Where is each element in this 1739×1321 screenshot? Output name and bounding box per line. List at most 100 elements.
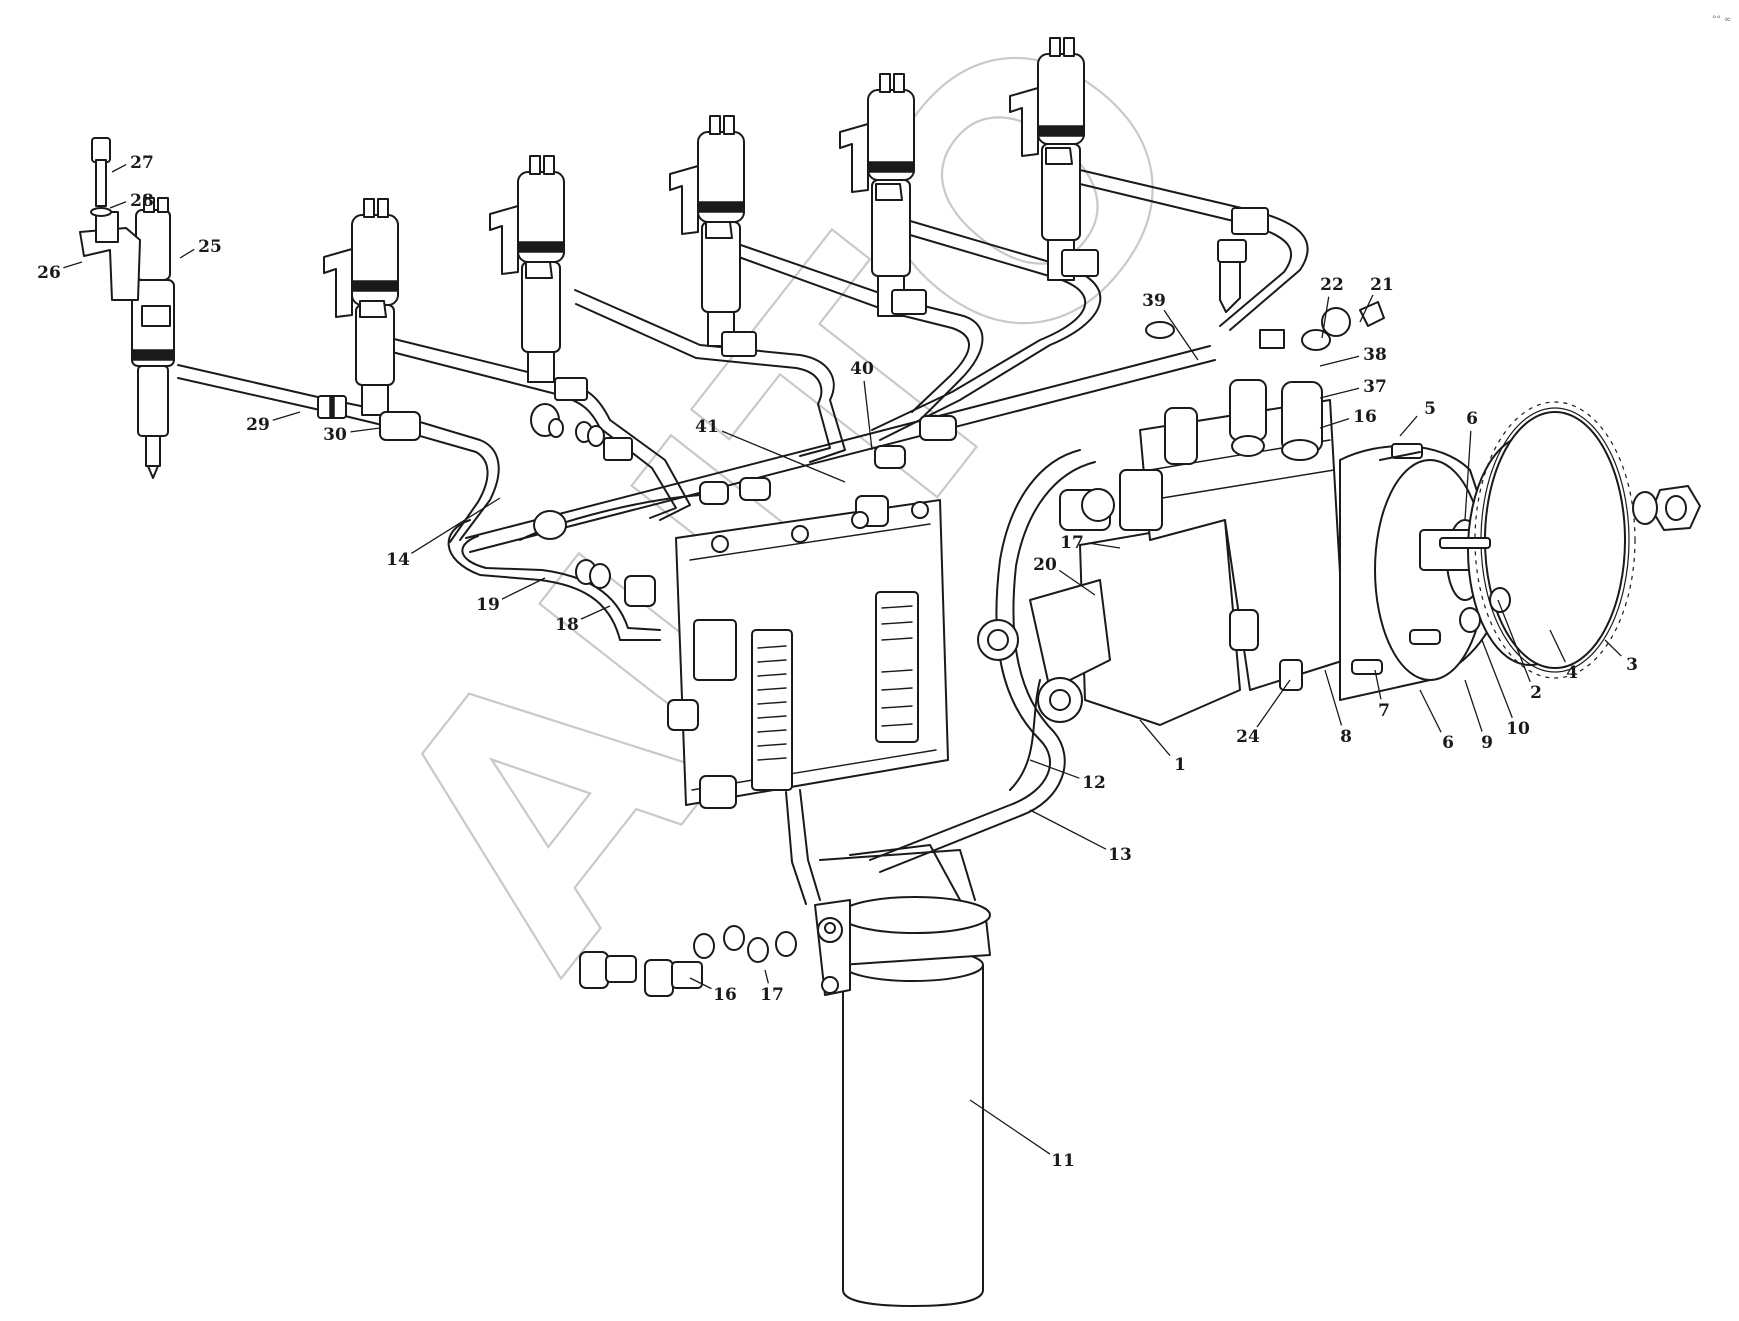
callout-number: 25 bbox=[198, 237, 222, 257]
callout-leader bbox=[721, 430, 846, 483]
callout-number: 27 bbox=[130, 153, 154, 173]
callout-number: 29 bbox=[246, 415, 270, 435]
callout-number: 9 bbox=[1481, 733, 1493, 753]
callout-number: 30 bbox=[323, 425, 347, 445]
callout-leader bbox=[764, 969, 769, 984]
callout-leader bbox=[1374, 669, 1382, 700]
callout-number: 28 bbox=[130, 191, 154, 211]
injector-4 bbox=[669, 115, 745, 347]
callout-39: 39 bbox=[1142, 291, 1199, 361]
callout-16: 16 bbox=[689, 977, 737, 1005]
pipe-fittings bbox=[317, 207, 1269, 607]
callout-leader bbox=[1029, 809, 1107, 850]
callout-number: 12 bbox=[1082, 773, 1106, 793]
drive-assembly bbox=[1339, 401, 1701, 701]
callout-leader bbox=[501, 577, 546, 600]
callout-leader bbox=[111, 164, 127, 173]
callout-17: 17 bbox=[1060, 533, 1121, 553]
callout-28: 28 bbox=[109, 191, 154, 211]
callout-number: 19 bbox=[476, 595, 500, 615]
callout-40: 40 bbox=[850, 359, 874, 451]
injector-6 bbox=[1009, 37, 1085, 281]
callout-number: 17 bbox=[760, 985, 784, 1005]
corner-mark: °° ∞ bbox=[1712, 15, 1731, 25]
callout-leader bbox=[63, 261, 83, 269]
callout-leader bbox=[1464, 430, 1472, 521]
callout-4: 4 bbox=[1549, 629, 1578, 683]
callout-7: 7 bbox=[1374, 669, 1390, 721]
callout-38: 38 bbox=[1319, 345, 1387, 367]
callout-number: 8 bbox=[1340, 727, 1352, 747]
callout-number: 22 bbox=[1320, 275, 1344, 295]
callout-number: 39 bbox=[1142, 291, 1166, 311]
callout-leader bbox=[179, 248, 195, 259]
ecu-pins-right bbox=[881, 605, 913, 727]
callout-number: 6 bbox=[1442, 733, 1454, 753]
callout-number: 6 bbox=[1466, 409, 1478, 429]
fuel-filter bbox=[814, 844, 991, 1307]
callout-13: 13 bbox=[1029, 809, 1132, 865]
callout-number: 24 bbox=[1236, 727, 1260, 747]
callout-number: 3 bbox=[1626, 655, 1638, 675]
callout-25: 25 bbox=[179, 237, 222, 259]
callout-number: 1 bbox=[1174, 755, 1186, 775]
injector-3 bbox=[489, 155, 565, 383]
callout-29: 29 bbox=[246, 411, 301, 435]
callout-27: 27 bbox=[111, 153, 154, 173]
callout-leader bbox=[411, 497, 501, 554]
callout-16: 16 bbox=[1319, 407, 1377, 429]
banjo-bolts bbox=[579, 925, 797, 997]
callout-number: 16 bbox=[1353, 407, 1377, 427]
callout-leader bbox=[1319, 417, 1350, 429]
callout-14: 14 bbox=[386, 497, 501, 570]
callout-leader bbox=[1464, 679, 1483, 732]
callout-leader bbox=[109, 201, 127, 209]
callout-8: 8 bbox=[1324, 669, 1352, 747]
callout-26: 26 bbox=[37, 261, 83, 283]
callout-leader bbox=[1319, 387, 1360, 399]
injectors bbox=[79, 37, 1085, 479]
callout-leader bbox=[1321, 296, 1330, 339]
callout-number: 7 bbox=[1378, 701, 1390, 721]
callout-leader bbox=[1139, 719, 1171, 757]
callout-2: 2 bbox=[1497, 599, 1542, 703]
callout-20: 20 bbox=[1033, 555, 1096, 596]
callout-17: 17 bbox=[760, 969, 784, 1005]
callout-3: 3 bbox=[1604, 639, 1638, 675]
injector-clamp bbox=[79, 211, 141, 301]
callout-6: 6 bbox=[1419, 689, 1454, 753]
callout-leader bbox=[1319, 355, 1360, 367]
injector-2 bbox=[323, 198, 399, 416]
callout-leader bbox=[1324, 669, 1343, 726]
callout-leader bbox=[1087, 542, 1121, 549]
callout-leader bbox=[1399, 415, 1418, 437]
callout-number: 26 bbox=[37, 263, 61, 283]
callout-37: 37 bbox=[1319, 377, 1387, 399]
callout-41: 41 bbox=[695, 417, 846, 483]
callout-9: 9 bbox=[1464, 679, 1493, 753]
callout-number: 17 bbox=[1060, 533, 1084, 553]
callout-19: 19 bbox=[476, 577, 546, 615]
callout-leader bbox=[1497, 599, 1531, 683]
high-pressure-pump bbox=[977, 239, 1385, 726]
callout-18: 18 bbox=[555, 605, 611, 635]
callout-6: 6 bbox=[1464, 409, 1478, 521]
callout-leader bbox=[1256, 679, 1291, 728]
callout-22: 22 bbox=[1320, 275, 1344, 339]
callout-leader bbox=[272, 411, 301, 421]
callout-number: 18 bbox=[555, 615, 579, 635]
callout-number: 10 bbox=[1506, 719, 1530, 739]
callout-10: 10 bbox=[1481, 639, 1530, 739]
callout-number: 40 bbox=[850, 359, 874, 379]
callout-number: 14 bbox=[386, 550, 410, 570]
callout-leader bbox=[1359, 294, 1374, 323]
callout-12: 12 bbox=[1029, 759, 1106, 793]
callout-leader bbox=[350, 427, 381, 433]
callout-number: 5 bbox=[1424, 399, 1436, 419]
callout-number: 4 bbox=[1566, 663, 1578, 683]
clamp-bolt bbox=[90, 137, 112, 217]
callout-leader bbox=[580, 605, 611, 620]
callout-leader bbox=[1604, 639, 1622, 657]
callout-24: 24 bbox=[1236, 679, 1291, 747]
